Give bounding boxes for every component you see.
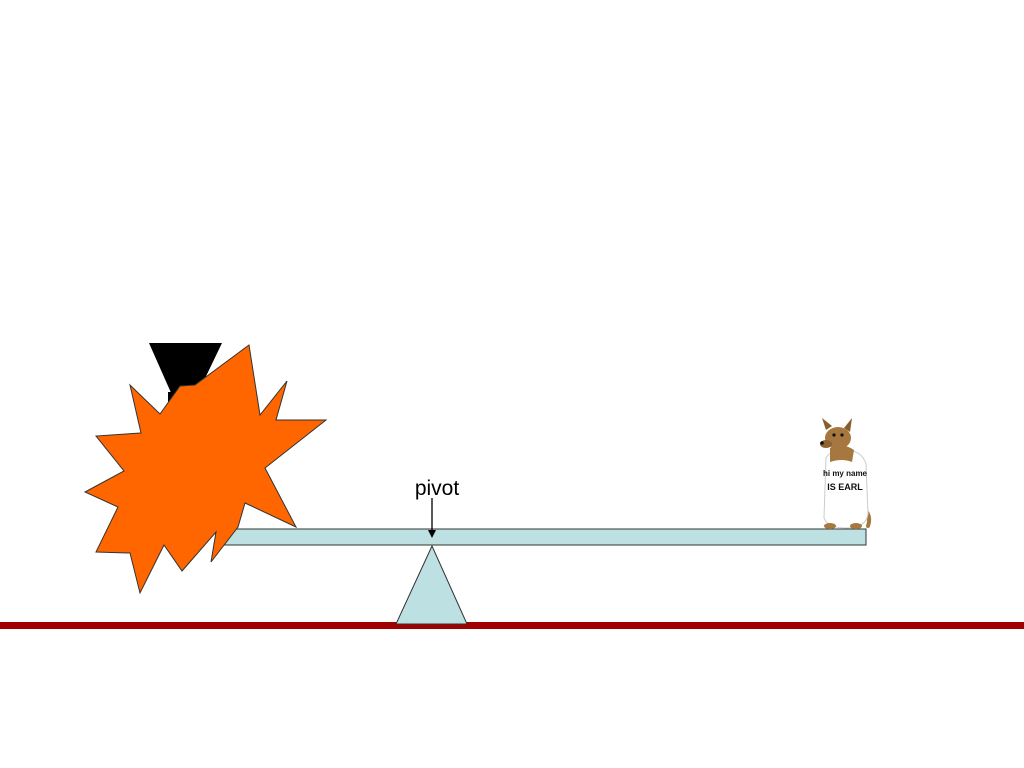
- dog-shirt-line2: IS EARL: [827, 482, 863, 492]
- explosion-burst-icon: [83, 344, 328, 595]
- dog-photo-icon: hi my name IS EARL: [820, 418, 872, 529]
- dog-shirt-line1: hi my name: [823, 469, 868, 478]
- pivot-label: pivot: [415, 477, 460, 500]
- fulcrum-triangle: [395, 544, 468, 625]
- seesaw-beam: [217, 528, 867, 546]
- pivot-arrow-head: [428, 530, 436, 538]
- ground-line: [0, 622, 1024, 629]
